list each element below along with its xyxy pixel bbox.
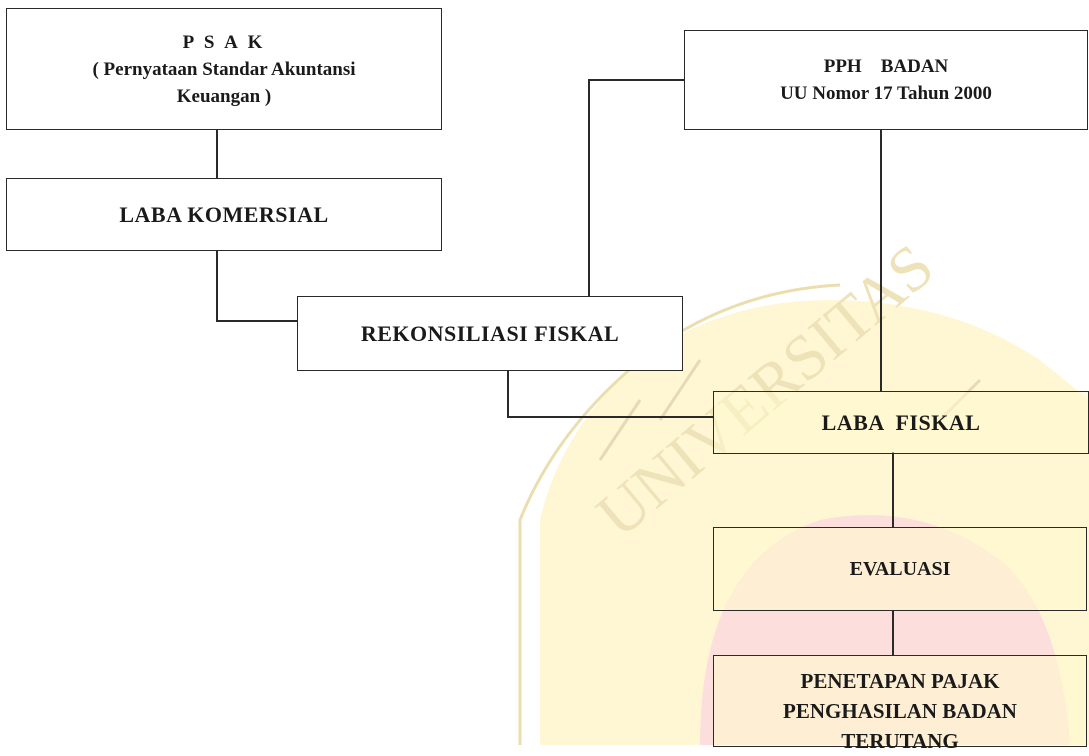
laba-fiskal-box: LABA FISKAL <box>713 391 1089 454</box>
penetapan-pajak-box: PENETAPAN PAJAK PENGHASILAN BADAN TERUTA… <box>713 655 1087 753</box>
connector-to-laba-fiskal <box>507 416 714 418</box>
pph-badan-box: PPH BADAN UU Nomor 17 Tahun 2000 <box>684 30 1088 130</box>
psak-subtitle-line2: Keuangan ) <box>176 85 272 107</box>
penetapan-line3: TERUTANG <box>841 729 959 753</box>
laba-fiskal-label: LABA FISKAL <box>821 409 981 435</box>
pph-badan-title: PPH BADAN <box>823 56 949 77</box>
pph-badan-law: UU Nomor 17 Tahun 2000 <box>780 83 992 104</box>
psak-box: P S A K ( Pernyataan Standar Akuntansi K… <box>6 8 442 130</box>
psak-title: P S A K <box>182 31 266 53</box>
evaluasi-label: EVALUASI <box>849 557 951 580</box>
rekonsiliasi-fiskal-label: REKONSILIASI FISKAL <box>360 320 620 346</box>
connector-evaluasi-penetapan <box>892 610 894 656</box>
connector-rekonsiliasi-down <box>507 370 509 418</box>
connector-laba-komersial-right <box>216 320 298 322</box>
laba-komersial-box: LABA KOMERSIAL <box>6 178 442 251</box>
penetapan-line1: PENETAPAN PAJAK <box>800 669 1000 693</box>
connector-pph-left <box>588 79 685 81</box>
laba-komersial-label: LABA KOMERSIAL <box>119 201 329 227</box>
connector-pph-laba-fiskal <box>880 128 882 392</box>
rekonsiliasi-fiskal-box: REKONSILIASI FISKAL <box>297 296 683 371</box>
connector-psak-laba-komersial <box>216 129 218 179</box>
connector-rekonsiliasi-up <box>588 80 590 296</box>
psak-subtitle-line1: ( Pernyataan Standar Akuntansi <box>92 58 356 80</box>
connector-laba-fiskal-evaluasi <box>892 452 894 528</box>
evaluasi-box: EVALUASI <box>713 527 1087 611</box>
connector-laba-komersial-down <box>216 249 218 322</box>
penetapan-line2: PENGHASILAN BADAN <box>783 699 1017 723</box>
